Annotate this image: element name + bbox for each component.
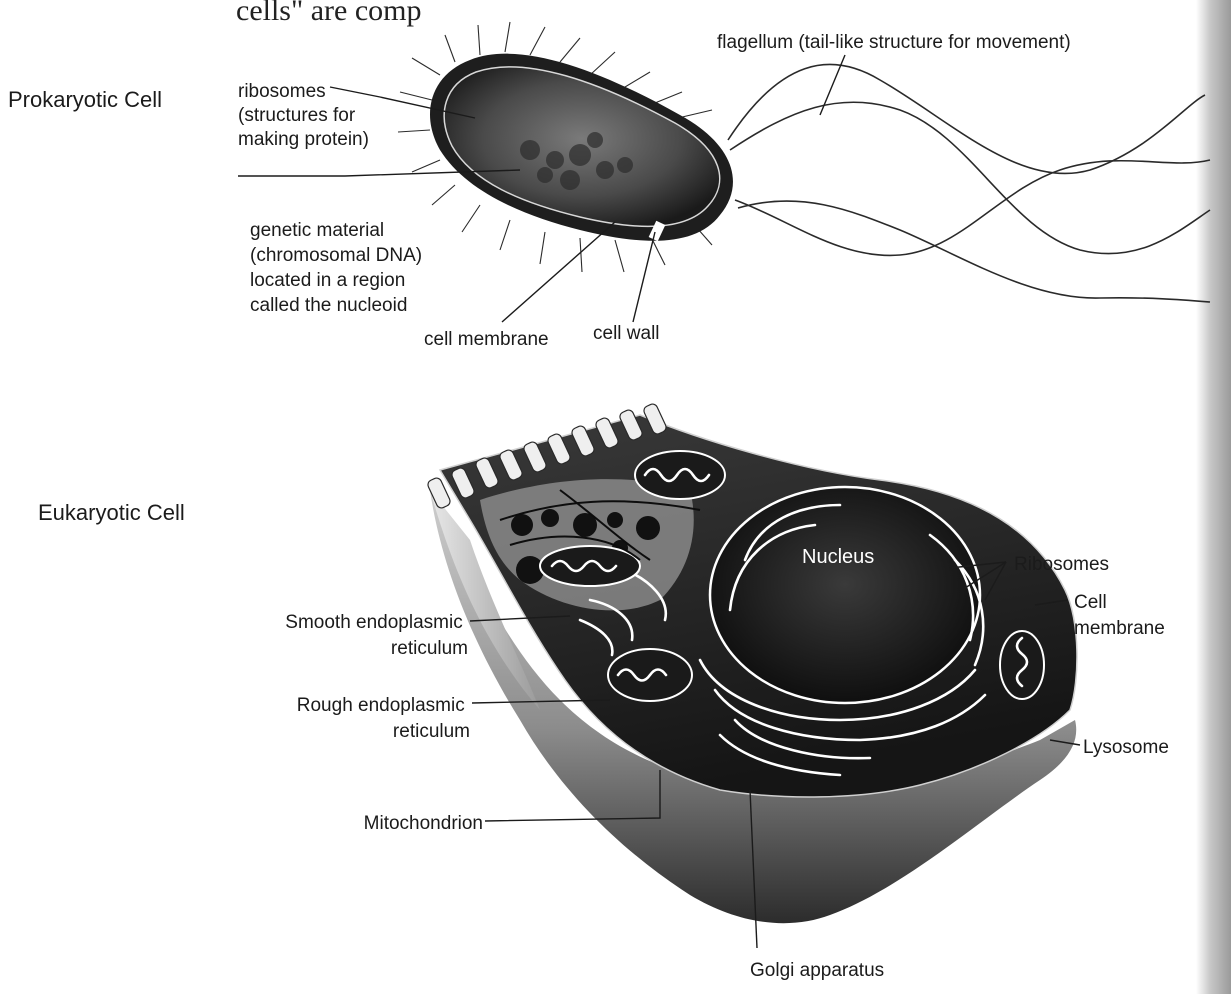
flagella	[728, 64, 1210, 302]
bacterium-illustration	[398, 22, 1210, 302]
prokaryotic-cell-membrane-label: cell membrane	[424, 329, 549, 350]
prokaryotic-title: Prokaryotic Cell	[8, 87, 162, 112]
nucleus	[710, 487, 980, 703]
ribosomes-label: Ribosomes	[1014, 554, 1109, 575]
eukaryotic-cell-illustration	[426, 402, 1077, 923]
page-text-fragment: cells" are comp	[236, 0, 422, 27]
page-edge-shadow	[1196, 0, 1231, 994]
mitochondrion-label: Mitochondrion	[364, 813, 483, 834]
eukaryotic-title: Eukaryotic Cell	[38, 500, 185, 525]
flagellum-label: flagellum (tail-like structure for movem…	[717, 32, 1071, 53]
nucleus-label: Nucleus	[802, 546, 874, 568]
golgi-apparatus-label: Golgi apparatus	[750, 960, 884, 981]
cell-membrane-label: Cell membrane	[1074, 592, 1165, 639]
lysosome-label: Lysosome	[1083, 737, 1169, 758]
rough-er-label: Rough endoplasmic reticulum	[297, 695, 470, 742]
smooth-er-label: Smooth endoplasmic reticulum	[285, 612, 468, 659]
prokaryotic-cell-wall-label: cell wall	[593, 323, 660, 344]
prokaryotic-genetic-material-label: genetic material (chromosomal DNA) locat…	[250, 220, 427, 316]
